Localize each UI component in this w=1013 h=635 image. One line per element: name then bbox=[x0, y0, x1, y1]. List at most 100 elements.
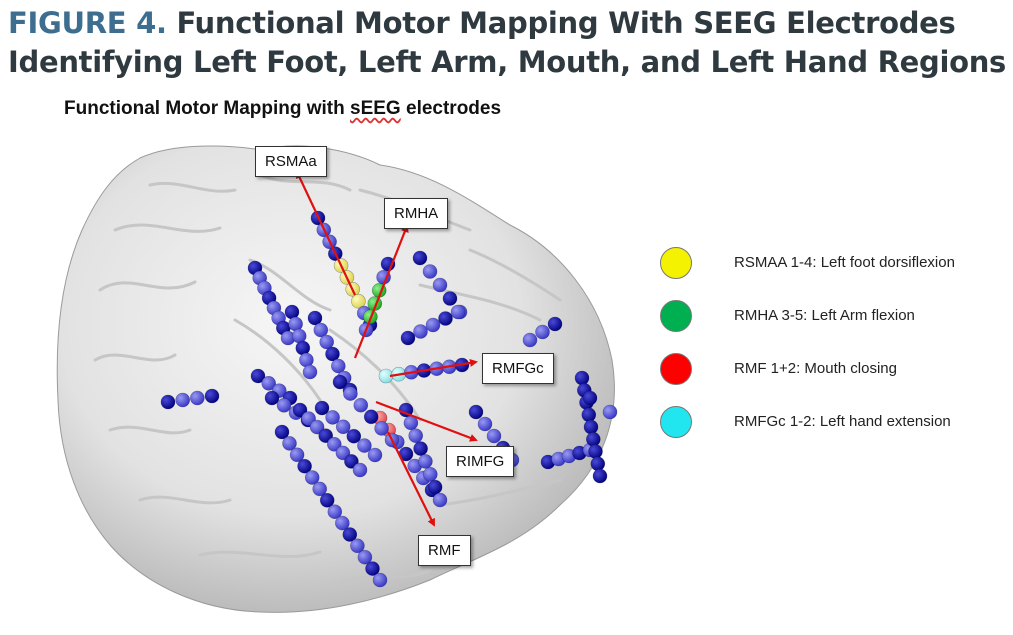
electrode-contact-shaft-c bbox=[325, 346, 340, 362]
electrode-contact-shaft-h bbox=[326, 436, 342, 452]
electrode-contact-shaft-h bbox=[292, 402, 308, 418]
electrode-contact-shaft-m bbox=[425, 317, 441, 333]
electrode-contact-shaft-p bbox=[590, 456, 606, 472]
legend-yellow-dot bbox=[660, 246, 692, 279]
figure-title-line1: Functional Motor Mapping With SEEG Elect… bbox=[176, 6, 956, 40]
electrode-contact-shaft-g bbox=[334, 515, 350, 531]
legend-label-arm: RMHA 3-5: Left Arm flexion bbox=[734, 307, 915, 324]
electrode-contact-shaft-j bbox=[353, 397, 369, 413]
arrow-rmha bbox=[353, 224, 409, 359]
electrode-contact-shaft-c bbox=[330, 358, 346, 374]
electrode-contact-shaft-f bbox=[190, 390, 205, 406]
subtitle-seeg: sEEG bbox=[350, 98, 401, 119]
electrode-contact-shaft-g bbox=[319, 492, 335, 508]
electrode-contact-shaft-p bbox=[583, 419, 599, 435]
figure-title: FIGURE 4. Functional Motor Mapping With … bbox=[8, 4, 1008, 82]
electrode-contact-shaft-g bbox=[274, 424, 290, 440]
electrode-contact-shaft-g bbox=[289, 447, 305, 463]
electrode-contact-shaft-i bbox=[335, 419, 351, 435]
electrode-contact-shaft-n bbox=[477, 416, 493, 432]
arrow-rmf bbox=[387, 431, 435, 527]
electrode-contacts bbox=[160, 210, 618, 588]
electrode-contact-shaft-q bbox=[547, 316, 563, 332]
electrode-contact-shaft-g bbox=[282, 436, 297, 451]
electrode-contact-shaft-g bbox=[342, 527, 358, 542]
electrode-contact-shaft-h bbox=[318, 428, 334, 444]
electrode-contact-shaft-l bbox=[412, 250, 428, 266]
callout-rmfgc: RMFGc bbox=[482, 353, 554, 384]
electrode-contact-shaft-g bbox=[304, 470, 320, 485]
electrode-contact-rsmaa bbox=[351, 293, 366, 309]
electrode-contact-shaft-p bbox=[588, 444, 603, 459]
electrode-contact-shaft-l bbox=[422, 264, 438, 279]
electrode-contact-shaft-c bbox=[313, 322, 329, 338]
legend-item-mouth: RMF 1+2: Mouth closing bbox=[660, 342, 1010, 395]
legend-green-dot bbox=[660, 299, 692, 332]
electrode-contact-shaft-p bbox=[585, 431, 601, 447]
electrode-contact-shaft-d bbox=[250, 368, 266, 384]
electrode-contact-shaft-f bbox=[160, 394, 176, 410]
electrode-contact-shaft-n bbox=[468, 404, 484, 420]
callout-rmf: RMF bbox=[418, 535, 471, 566]
electrode-contact-shaft-h bbox=[344, 454, 359, 469]
subtitle-text-before: Functional Motor Mapping with bbox=[64, 98, 351, 119]
legend-red-dot bbox=[660, 352, 692, 385]
electrode-contact-shaft-h bbox=[301, 411, 316, 426]
electrode-contact-shaft-l bbox=[442, 291, 458, 306]
electrode-contact-shaft-i bbox=[325, 410, 340, 425]
arrow-rsmaa bbox=[295, 170, 356, 296]
figure-label: FIGURE 4. bbox=[8, 6, 167, 40]
electrode-contact-shaft-p bbox=[574, 370, 590, 386]
electrode-contact-shaft-e bbox=[276, 397, 292, 413]
electrode-contact-shaft-j bbox=[363, 409, 379, 425]
electrode-contact-shaft-k bbox=[408, 428, 424, 444]
electrode-contact-shaft-c bbox=[307, 310, 323, 326]
electrode-contact-shaft-p bbox=[581, 407, 597, 423]
electrode-contact-shaft-g bbox=[357, 549, 373, 565]
electrode-contact-shaft-k bbox=[432, 492, 448, 508]
electrode-contact-shaft-q bbox=[535, 324, 550, 340]
electrode-contact-shaft-h bbox=[335, 445, 351, 461]
electrode-contact-shaft-m bbox=[400, 330, 416, 346]
electrode-contact-shaft-h bbox=[309, 419, 325, 435]
arrow-rimfg bbox=[375, 400, 478, 442]
electrode-contact-shaft-g bbox=[365, 561, 380, 576]
brain-diagram bbox=[0, 125, 640, 630]
brain-svg bbox=[56, 145, 618, 613]
electrode-contact-shaft-d bbox=[261, 375, 277, 391]
arrow-rmfgc bbox=[389, 359, 478, 378]
electrode-contact-shaft-j bbox=[374, 421, 389, 436]
callout-rimfg: RIMFG bbox=[446, 446, 515, 477]
electrode-contact-shaft-g bbox=[327, 504, 343, 520]
legend-cyan-dot bbox=[660, 405, 692, 438]
legend-item-hand: RMFGc 1-2: Left hand extension bbox=[660, 395, 1010, 448]
electrode-contact-shaft-k bbox=[418, 454, 433, 469]
electrode-contact-shaft-b bbox=[302, 364, 318, 380]
electrode-contact-shaft-i bbox=[346, 428, 362, 444]
electrode-contact-shaft-n bbox=[486, 428, 502, 444]
electrode-contact-shaft-f bbox=[204, 388, 220, 404]
arrows bbox=[295, 170, 478, 527]
callout-rmha: RMHA bbox=[384, 198, 449, 229]
diagram-subtitle: Functional Motor Mapping with sEEG elect… bbox=[64, 98, 501, 120]
figure-title-line2: Identifying Left Foot, Left Arm, Mouth, … bbox=[8, 45, 1007, 79]
electrode-contact-shaft-g bbox=[372, 572, 388, 588]
electrode-contact-shaft-e bbox=[264, 390, 280, 406]
legend-item-arm: RMHA 3-5: Left Arm flexion bbox=[660, 289, 1010, 342]
electrode-contact-shaft-q bbox=[522, 332, 538, 348]
electrode-contact-shaft-m bbox=[413, 324, 428, 339]
electrode-contact-shaft-k bbox=[427, 479, 443, 495]
electrode-contact-shaft-j bbox=[343, 386, 358, 401]
electrode-contact-shaft-i bbox=[367, 447, 383, 463]
electrode-contact-shaft-c bbox=[319, 334, 335, 350]
electrode-contact-shaft-g bbox=[350, 538, 365, 554]
electrode-contact-shaft-i bbox=[314, 400, 330, 416]
electrode-contact-shaft-j bbox=[332, 374, 348, 390]
legend: RSMAA 1-4: Left foot dorsiflexion RMHA 3… bbox=[660, 236, 1010, 448]
electrode-contact-shaft-m bbox=[450, 304, 466, 320]
electrode-contact-shaft-k bbox=[422, 466, 438, 482]
electrode-contact-shaft-r bbox=[602, 404, 618, 420]
electrode-contact-shaft-m bbox=[438, 311, 453, 326]
electrode-contact-shaft-l bbox=[432, 277, 448, 293]
subtitle-text-after: electrodes bbox=[400, 98, 502, 119]
